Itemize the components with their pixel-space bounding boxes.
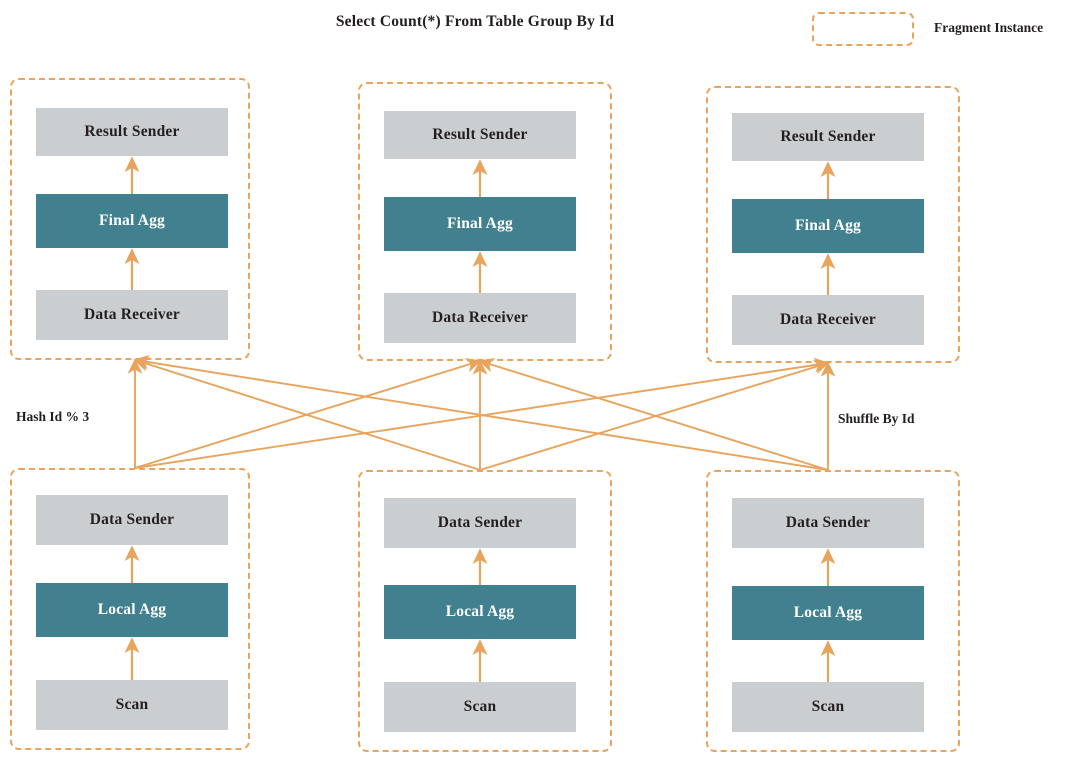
operator-result-sender[interactable]: Result Sender [384,111,576,159]
operator-final-agg[interactable]: Final Agg [384,197,576,251]
fragment-instance-lower-3 [706,470,960,752]
legend-fragment-instance-label: Fragment Instance [934,20,1044,35]
fragment-instance-lower-2 [358,470,612,752]
edge-label-hash-id: Hash Id % 3 [16,409,90,424]
edge-label-shuffle-by-id: Shuffle By Id [838,411,915,426]
operator-final-agg[interactable]: Final Agg [36,194,228,248]
shuffle-edge-lower-2-to-upper-3 [479,359,830,471]
operator-data-sender[interactable]: Data Sender [36,495,228,545]
shuffle-edge-group [127,354,836,471]
operator-result-sender[interactable]: Result Sender [732,113,924,161]
operator-scan[interactable]: Scan [384,682,576,732]
operator-data-receiver[interactable]: Data Receiver [384,293,576,343]
fragment-instance-upper-2 [358,82,612,361]
operator-data-receiver[interactable]: Data Receiver [36,290,228,340]
operator-data-sender[interactable]: Data Sender [732,498,924,548]
shuffle-edge-lower-3-to-upper-1 [133,354,829,471]
fragment-instance-upper-3 [706,86,960,363]
legend-fragment-instance-swatch [812,12,914,46]
fragment-instance-lower-1 [10,468,250,750]
operator-data-receiver[interactable]: Data Receiver [732,295,924,345]
page-title: Select Count(*) From Table Group By Id [335,13,615,30]
operator-result-sender[interactable]: Result Sender [36,108,228,156]
fragment-instance-upper-1 [10,78,250,360]
operator-data-sender[interactable]: Data Sender [384,498,576,548]
operator-scan[interactable]: Scan [732,682,924,732]
shuffle-edge-lower-1-to-upper-2 [134,357,482,469]
shuffle-edge-lower-1-to-upper-3 [134,357,830,469]
operator-local-agg[interactable]: Local Agg [36,583,228,637]
operator-final-agg[interactable]: Final Agg [732,199,924,253]
operator-local-agg[interactable]: Local Agg [384,585,576,639]
shuffle-edge-lower-2-to-upper-1 [133,357,481,471]
operator-local-agg[interactable]: Local Agg [732,586,924,640]
operator-scan[interactable]: Scan [36,680,228,730]
shuffle-edge-lower-3-to-upper-2 [478,358,829,471]
